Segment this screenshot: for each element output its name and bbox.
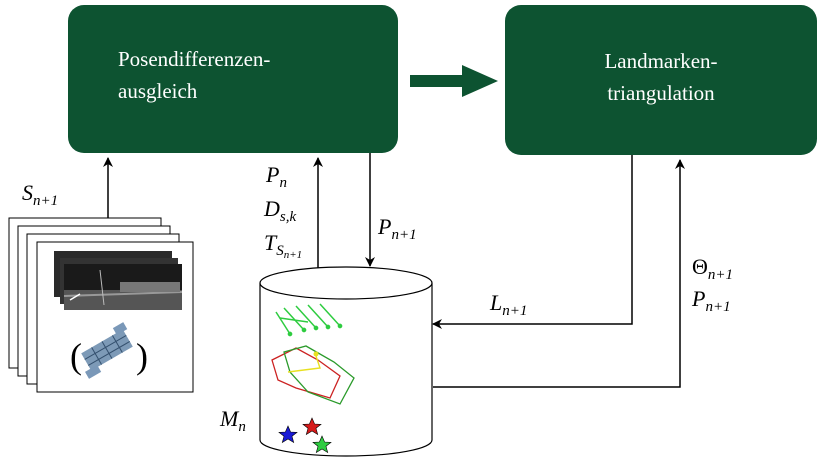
- point-cloud-icon: ( ): [70, 322, 148, 379]
- label-p-next-down: Pn+1: [378, 214, 417, 243]
- image-stack-icon: ( ): [8, 217, 194, 393]
- pose-box-line1: Posendifferenzen-: [118, 47, 271, 71]
- landmark-box-line2: triangulation: [607, 81, 715, 105]
- pose-box-line2: ausgleich: [118, 79, 198, 103]
- label-s-next: Sn+1: [22, 180, 59, 209]
- label-l-next: Ln+1: [490, 290, 528, 319]
- label-theta: Θn+1: [692, 254, 734, 283]
- camera-image-icon: [54, 251, 183, 310]
- label-p-next-right: Pn+1: [692, 286, 731, 315]
- pose-difference-box: Posendifferenzen- ausgleich: [68, 5, 398, 153]
- label-m-n: Mn: [220, 406, 246, 435]
- arrow-landmark-to-db: [432, 155, 633, 329]
- label-d-sk: Ds,k: [264, 196, 297, 225]
- svg-text:): ): [136, 336, 148, 376]
- arrow-db-to-landmark: [433, 159, 685, 388]
- landmark-box-line1: Landmarken-: [604, 49, 718, 73]
- database-cylinder-icon: [259, 266, 433, 457]
- flow-arrow: [410, 65, 498, 97]
- label-t-s: TSn+1: [264, 230, 303, 261]
- label-p-n: Pn: [266, 162, 287, 191]
- svg-text:(: (: [70, 336, 82, 376]
- landmark-triangulation-box: Landmarken- triangulation: [505, 5, 817, 155]
